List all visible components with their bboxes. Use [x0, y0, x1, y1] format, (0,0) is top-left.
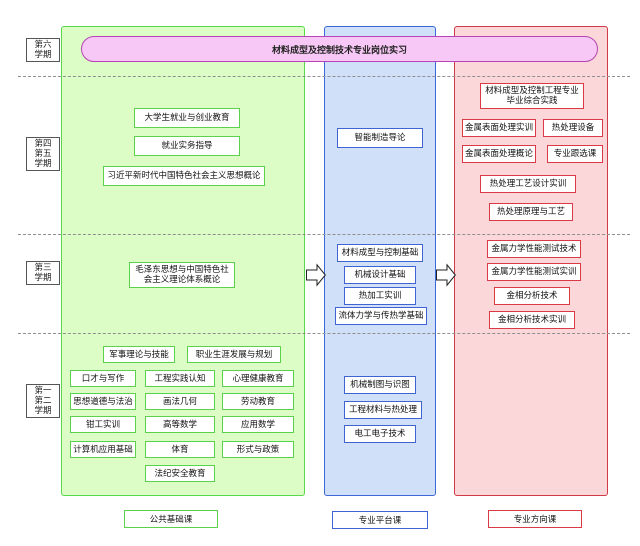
- course-box: 毛泽东思想与中国特色社 会主义理论体系概论: [129, 262, 235, 288]
- course-box: 热处理原理与工艺: [489, 203, 573, 221]
- course-box: 大学生就业与创业教育: [134, 108, 240, 128]
- course-box: 金属表面处理实训: [462, 119, 536, 137]
- course-box: 金属力学性能测试实训: [487, 263, 581, 281]
- course-box: 热处理设备: [543, 119, 603, 137]
- course-box: 流体力学与传热学基础: [335, 307, 427, 325]
- semester-divider: [18, 76, 630, 77]
- course-box: 材料成型与控制基础: [337, 244, 423, 262]
- semester-divider: [18, 234, 630, 235]
- legend-direction-courses: 专业方向课: [488, 510, 582, 528]
- course-box: 钳工实训: [70, 416, 136, 433]
- course-box: 劳动教育: [222, 393, 294, 410]
- course-box: 思想道德与法治: [70, 393, 136, 410]
- course-box: 画法几何: [145, 393, 215, 410]
- course-box: 口才与写作: [70, 370, 136, 387]
- course-box: 机械设计基础: [344, 266, 416, 284]
- semester-label-1-2: 第一 第二 学期: [26, 384, 60, 418]
- course-box: 法纪安全教育: [145, 465, 215, 482]
- course-box: 习近平新时代中国特色社会主义思想概论: [103, 166, 265, 186]
- course-box: 金属力学性能测试技术: [487, 240, 581, 258]
- course-box: 电工电子技术: [344, 425, 416, 443]
- course-box: 金属表面处理概论: [462, 145, 536, 163]
- course-box: 工程实践认知: [145, 370, 215, 387]
- course-box: 高等数学: [145, 416, 215, 433]
- course-box: 形式与政策: [222, 441, 294, 458]
- course-box: 智能制造导论: [337, 128, 423, 148]
- course-box: 应用数学: [222, 416, 294, 433]
- course-box: 职业生涯发展与规划: [187, 346, 281, 363]
- course-box: 金相分析技术: [494, 287, 570, 305]
- semester-label-4-5: 第四 第五 学期: [26, 137, 60, 171]
- legend-platform-courses: 专业平台课: [332, 511, 428, 529]
- course-box: 机械制图与识图: [344, 376, 416, 394]
- course-box: 热处理工艺设计实训: [480, 175, 576, 193]
- course-box: 体育: [145, 441, 215, 458]
- semester-divider: [18, 333, 630, 334]
- semester-label-6: 第六 学期: [26, 38, 60, 62]
- legend-basic-courses: 公共基础课: [124, 510, 218, 528]
- course-box: 就业实务指导: [134, 136, 240, 156]
- course-box: 热加工实训: [344, 287, 416, 305]
- course-box: 军事理论与技能: [103, 346, 175, 363]
- course-box: 工程材料与热处理: [344, 401, 422, 419]
- flow-arrow-basic-to-platform: [306, 263, 326, 287]
- course-box: 专业跟选课: [547, 145, 603, 163]
- flow-arrow-platform-to-direction: [436, 263, 456, 287]
- course-box: 计算机应用基础: [70, 441, 136, 458]
- semester-label-3: 第三 学期: [26, 261, 60, 285]
- course-box: 材料成型及控制工程专业 毕业综合实践: [480, 83, 584, 109]
- course-box: 心理健康教育: [222, 370, 294, 387]
- course-box: 金相分析技术实训: [489, 311, 575, 329]
- internship-banner: 材料成型及控制技术专业岗位实习: [81, 36, 598, 62]
